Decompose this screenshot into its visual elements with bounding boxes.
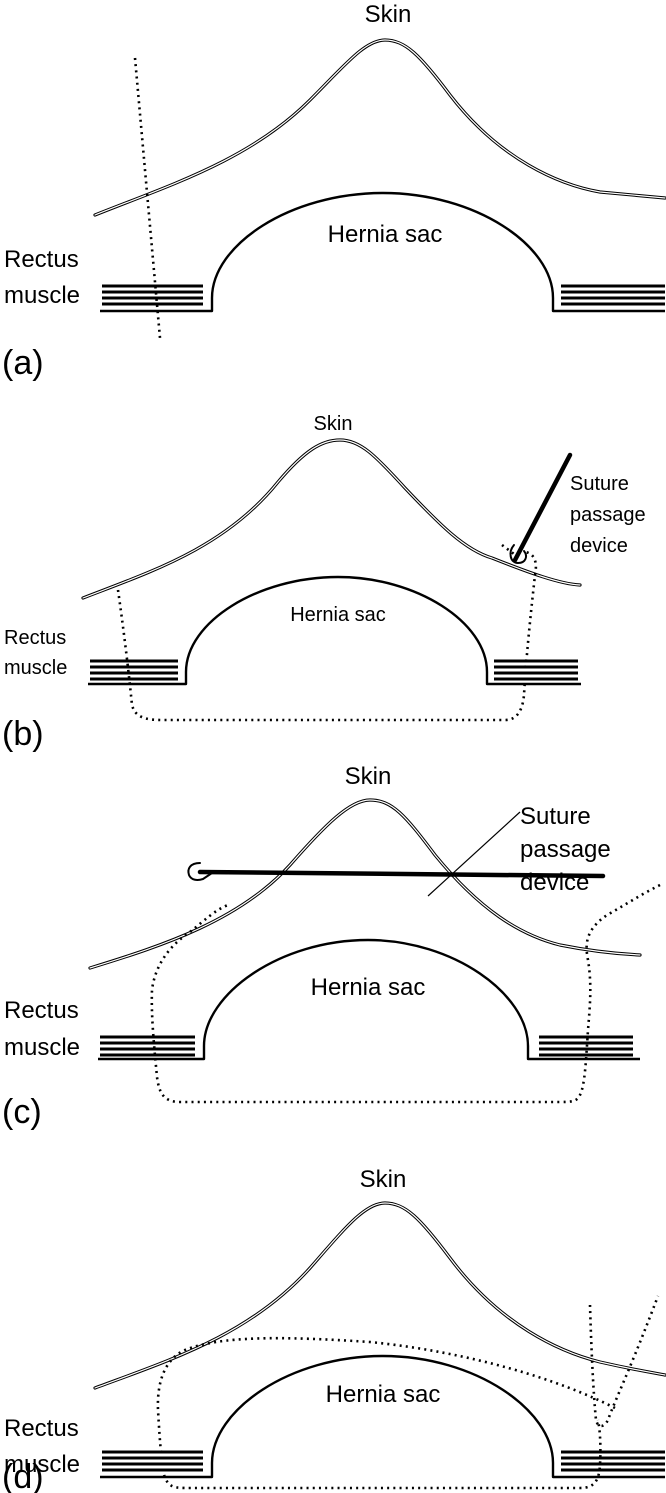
device-label-line2: passage <box>570 504 646 526</box>
rectus-muscle-right <box>561 284 665 306</box>
rectus-muscle-left <box>102 284 203 306</box>
hernia-sac-label: Hernia sac <box>328 221 443 248</box>
rectus-muscle-left <box>90 659 178 681</box>
skin-label: Skin <box>365 1 412 28</box>
suture-end <box>501 543 515 556</box>
hernia-sac-outline <box>100 1354 665 1479</box>
panel-c: Skin Hernia sac Rectus muscle Suture pas… <box>2 763 661 1131</box>
device-label-line2: passage <box>520 836 611 863</box>
rectus-muscle-right <box>494 659 578 681</box>
panel-label: (a) <box>2 344 44 382</box>
skin-line <box>93 1201 666 1390</box>
rectus-muscle-label-line2: muscle <box>4 1451 80 1478</box>
rectus-muscle-right <box>539 1035 633 1057</box>
skin-line <box>88 798 642 970</box>
hernia-sac-outline <box>88 575 581 686</box>
skin-line <box>93 38 666 217</box>
panel-label: (d) <box>2 1458 44 1493</box>
hernia-sac-outline <box>98 938 640 1061</box>
rectus-muscle-label-line2: muscle <box>4 1034 80 1061</box>
rectus-muscle-left <box>100 1035 195 1057</box>
rectus-muscle-right <box>561 1450 665 1472</box>
panel-label: (c) <box>2 1093 42 1131</box>
suture-path <box>150 883 661 1104</box>
device-label-line1: Suture <box>570 473 629 495</box>
device-label-line1: Suture <box>520 803 591 830</box>
rectus-muscle-label-line1: Rectus <box>4 627 66 649</box>
panel-label: (b) <box>2 715 44 753</box>
hernia-sac-outline <box>100 191 665 313</box>
device-label-line3: device <box>570 535 628 557</box>
rectus-muscle-left <box>102 1450 203 1472</box>
device-label-line3: device <box>520 869 589 896</box>
suture-path <box>156 1336 616 1490</box>
rectus-muscle-label-line2: muscle <box>4 657 67 679</box>
suture-passage-device <box>187 862 606 881</box>
rectus-muscle-label-line1: Rectus <box>4 1415 79 1442</box>
rectus-muscle-label-line1: Rectus <box>4 246 79 273</box>
hernia-sac-label: Hernia sac <box>326 1381 441 1408</box>
suture-passage-device <box>509 452 573 564</box>
skin-line <box>81 438 582 600</box>
rectus-muscle-label-line1: Rectus <box>4 997 79 1024</box>
rectus-muscle-label-line2: muscle <box>4 282 80 309</box>
hernia-sac-label: Hernia sac <box>311 974 426 1001</box>
panel-d: Skin Hernia sac Rectus muscle (d) <box>2 1166 666 1493</box>
skin-label: Skin <box>345 763 392 790</box>
skin-label: Skin <box>360 1166 407 1193</box>
suture-tail-vertical <box>588 1295 660 1428</box>
skin-label: Skin <box>314 413 353 435</box>
panel-a: Skin Hernia sac Rectus muscle (a) <box>2 1 666 382</box>
suture-path <box>116 550 538 722</box>
panel-b: Skin Hernia sac Rectus muscle Suture pas… <box>2 413 646 753</box>
hernia-sac-label: Hernia sac <box>290 604 386 626</box>
device-leader-line <box>427 811 521 897</box>
